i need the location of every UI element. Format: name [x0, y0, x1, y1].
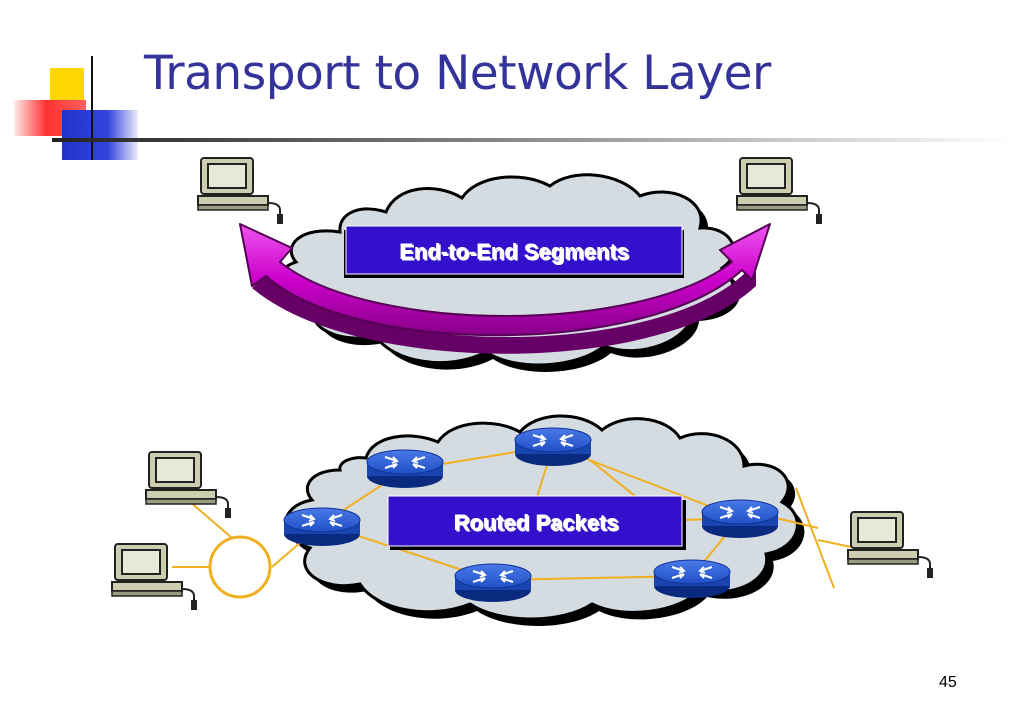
- end-to-end-label-box: End-to-End Segments End-to-End Segments: [344, 225, 684, 278]
- host-computer-left-lower: [111, 543, 198, 611]
- end-to-end-label-text: End-to-End Segments: [399, 239, 629, 264]
- routed-packets-label-box: Routed Packets Routed Packets: [387, 495, 686, 550]
- host-computer-right-top: [736, 157, 823, 225]
- routed-packets-label: Routed Packets: [453, 510, 618, 535]
- slide-title: Transport to Network Layer: [144, 46, 771, 101]
- router-icon-bottom-center: [454, 563, 532, 603]
- host-computer-left-top: [197, 157, 284, 225]
- end-to-end-label: End-to-End Segments: [401, 241, 631, 266]
- router-icon-top-left: [366, 449, 444, 489]
- router-icon-bottom-right: [653, 559, 731, 599]
- host-computer-right-bottom: [847, 511, 934, 579]
- router-icon-left: [283, 507, 361, 547]
- router-icon-right: [701, 499, 779, 539]
- router-icon-top-center: [514, 427, 592, 467]
- host-computer-left-upper: [145, 451, 232, 519]
- end-to-end-arrow: [239, 223, 771, 354]
- slide-corner-decoration: [14, 56, 1012, 160]
- routed-packets-label-shadow: Routed Packets: [455, 512, 620, 537]
- slide-page-number: 45: [939, 674, 957, 691]
